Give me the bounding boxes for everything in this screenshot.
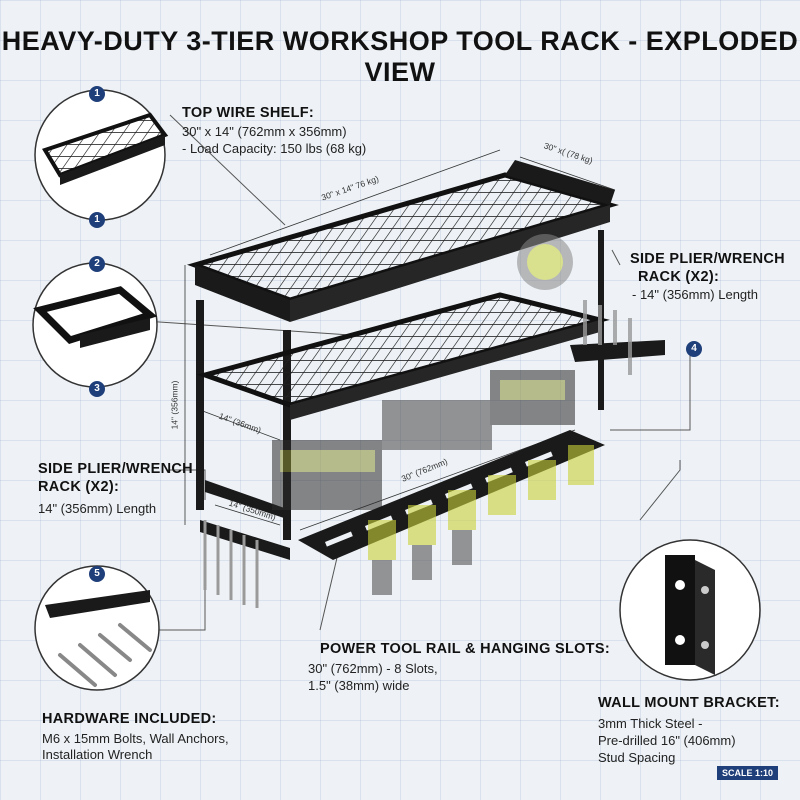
scale-badge: SCALE 1:10 bbox=[716, 766, 778, 780]
power-tool-rail bbox=[298, 430, 605, 595]
side-rack-left bbox=[200, 520, 290, 608]
top-wire-shelf bbox=[187, 160, 619, 322]
badge-4: 4 bbox=[686, 341, 702, 357]
detail-circle-bracket bbox=[619, 539, 761, 681]
detail-circle-hardware bbox=[34, 565, 160, 691]
top-shelf-line2: - Load Capacity: 150 lbs (68 kg) bbox=[182, 141, 367, 156]
bracket-heading: WALL MOUNT BRACKET: bbox=[598, 695, 780, 711]
badge-5: 5 bbox=[89, 566, 105, 582]
bracket-line2: Pre-drilled 16" (406mm) bbox=[598, 733, 736, 748]
side-rack-right-line1: - 14" (356mm) Length bbox=[632, 287, 759, 302]
hardware-line2: Installation Wrench bbox=[42, 747, 153, 762]
power-rail-line1: 30" (762mm) - 8 Slots, bbox=[308, 661, 438, 676]
side-rack-left-heading1: SIDE PLIER/WRENCH bbox=[38, 461, 193, 477]
top-shelf-heading: TOP WIRE SHELF: bbox=[182, 105, 315, 121]
badge-1-bottom: 1 bbox=[89, 212, 105, 228]
circular-saw bbox=[517, 234, 573, 290]
storage-bins bbox=[272, 370, 575, 510]
detail-circle-top-shelf bbox=[34, 89, 169, 221]
bottom-shelf-frame bbox=[205, 480, 290, 520]
page-title: HEAVY-DUTY 3-TIER WORKSHOP TOOL RACK - E… bbox=[1, 26, 799, 87]
side-rack-left-line1: 14" (356mm) Length bbox=[38, 501, 157, 516]
badge-3: 3 bbox=[89, 381, 105, 397]
side-rack-right bbox=[570, 300, 665, 375]
side-rack-right-heading1: SIDE PLIER/WRENCH bbox=[630, 251, 785, 267]
bracket-line1: 3mm Thick Steel - bbox=[598, 716, 703, 731]
side-rack-left-heading2: RACK (X2): bbox=[38, 479, 120, 495]
badge-2: 2 bbox=[89, 256, 105, 272]
power-rail-line2: 1.5" (38mm) wide bbox=[308, 678, 410, 693]
power-rail-heading: POWER TOOL RAIL & HANGING SLOTS: bbox=[320, 641, 610, 657]
bracket-line3: Stud Spacing bbox=[598, 750, 676, 765]
detail-circle-frame bbox=[32, 262, 158, 388]
top-shelf-line1: 30" x 14" (762mm x 356mm) bbox=[182, 124, 347, 139]
hardware-heading: HARDWARE INCLUDED: bbox=[42, 711, 217, 727]
badge-1-top: 1 bbox=[89, 86, 105, 102]
side-rack-right-heading2: RACK (X2): bbox=[638, 269, 720, 285]
hardware-line1: M6 x 15mm Bolts, Wall Anchors, bbox=[42, 731, 229, 746]
dim-height: 14" (356mm) bbox=[169, 380, 180, 430]
